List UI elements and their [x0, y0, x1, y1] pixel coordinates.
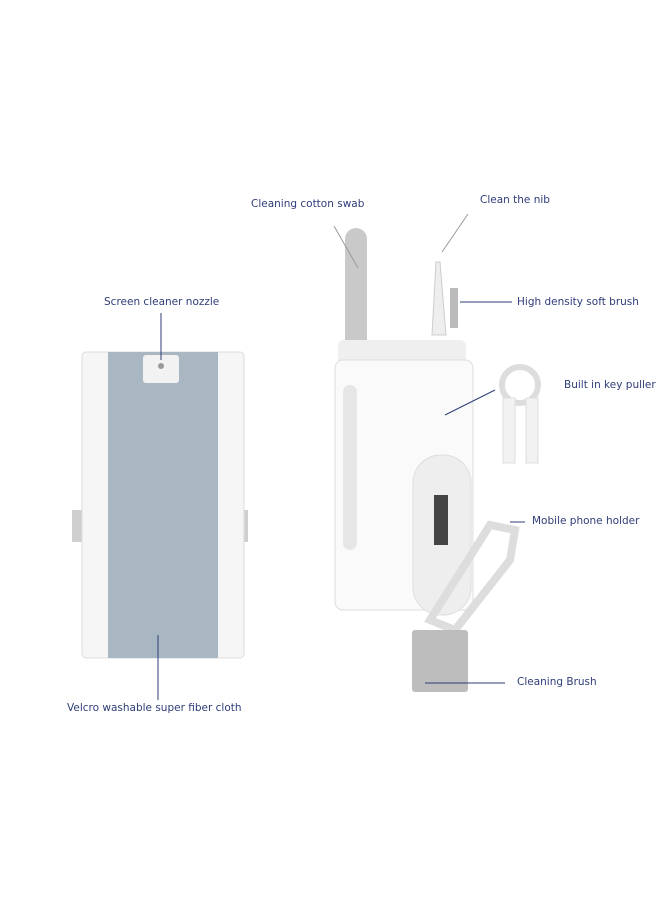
phone-holder — [424, 520, 520, 635]
nib-pen — [431, 261, 447, 336]
label-fiber-cloth: Velcro washable super fiber cloth — [67, 702, 242, 714]
brush-bristles — [412, 630, 468, 692]
fiber-cloth — [108, 352, 218, 658]
cloth-panel-unit — [72, 351, 248, 659]
cotton-swab — [345, 228, 367, 358]
label-key-puller: Built in key puller — [564, 379, 656, 391]
label-cotton-swab: Cleaning cotton swab — [251, 198, 365, 210]
key-puller — [499, 364, 541, 406]
label-cleaning-brush: Cleaning Brush — [517, 676, 597, 688]
cleaning-kit-unit — [334, 228, 541, 692]
label-phone-holder: Mobile phone holder — [532, 515, 640, 527]
label-clean-nib: Clean the nib — [480, 194, 550, 206]
label-nozzle: Screen cleaner nozzle — [104, 296, 220, 308]
label-soft-brush: High density soft brush — [517, 296, 639, 308]
